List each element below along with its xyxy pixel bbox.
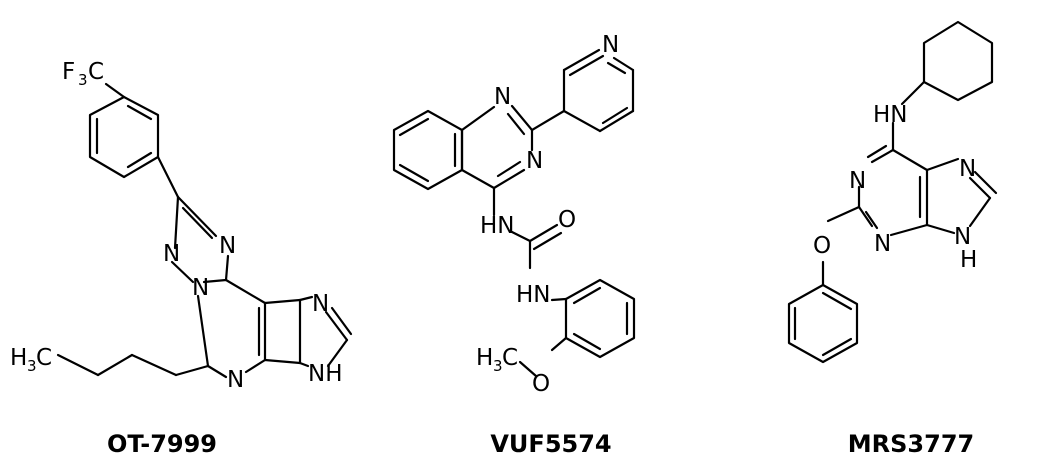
atom-label: O	[558, 207, 576, 233]
atom-label: N	[494, 84, 511, 110]
atom-label: NH	[308, 361, 343, 387]
atom-label: N	[959, 156, 976, 182]
structure-ot-7999: F 3 C N N N N N NH H 3 C OT-7999	[10, 59, 353, 458]
atom-subscript: 3	[27, 357, 37, 375]
atom-label: HN	[480, 213, 515, 239]
compound-name: OT-7999	[107, 430, 217, 458]
atom-label: C	[502, 345, 518, 371]
atom-label: N	[849, 168, 866, 194]
atom-subscript: 3	[493, 357, 503, 375]
atom-label: N	[312, 291, 329, 317]
atom-label: F	[62, 59, 75, 85]
bonds-mrs3777	[787, 20, 998, 364]
atom-label: N	[219, 233, 236, 259]
atom-label: N	[602, 32, 619, 58]
atom-label: N	[227, 367, 244, 393]
atom-label: H	[10, 345, 27, 371]
atom-label: N	[874, 231, 891, 257]
atom-label: C	[88, 59, 104, 85]
atom-label: N	[954, 224, 971, 250]
bonds-ot-7999	[56, 82, 353, 379]
compound-name: MRS3777	[848, 430, 974, 458]
atom-label: N	[526, 148, 543, 174]
atom-label: N	[163, 241, 180, 267]
atom-label: O	[532, 371, 550, 397]
atom-subscript: 3	[78, 71, 88, 89]
atom-label: C	[36, 345, 52, 371]
compound-name: VUF5574	[490, 430, 611, 458]
atom-label: HN	[516, 282, 551, 308]
atom-label: H	[476, 345, 493, 371]
atom-label: N	[192, 275, 209, 301]
structure-vuf5574: N N N HN O HN H 3 C O VUF5574	[392, 32, 636, 458]
bonds-vuf5574	[392, 48, 636, 378]
structure-mrs3777: HN N N N N H O MRS3777	[787, 20, 998, 458]
atom-label: HN	[873, 102, 908, 128]
atom-label: O	[813, 233, 831, 259]
atom-label: H	[960, 247, 977, 273]
